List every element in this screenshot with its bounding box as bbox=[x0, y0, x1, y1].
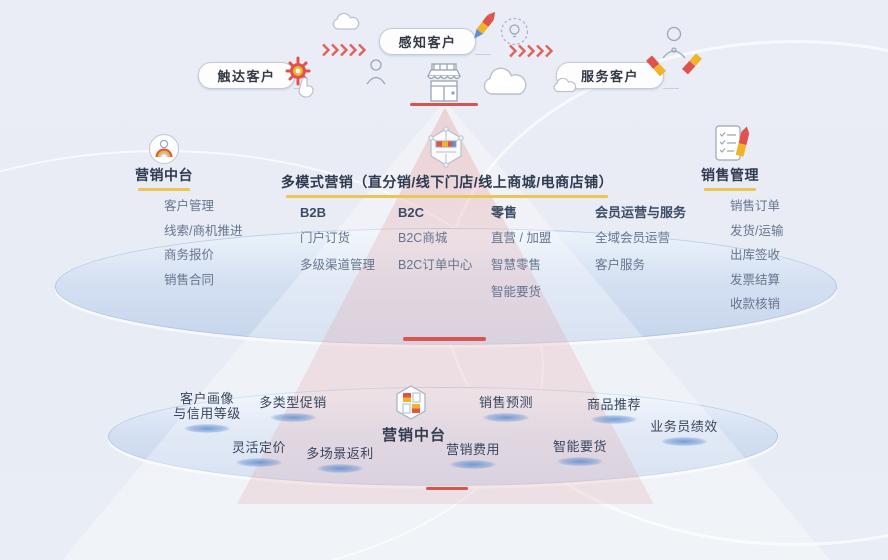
bubble-label: 多场景返利 bbox=[306, 446, 374, 461]
bubble-shadow bbox=[449, 460, 496, 469]
stage-pill-sense: 感知客户 bbox=[379, 28, 491, 55]
right-panel-underline bbox=[704, 188, 756, 191]
flow-chevrons-icon bbox=[508, 44, 554, 58]
bubble-sales-forecast: 销售预测 bbox=[479, 395, 533, 422]
bubble-shadow bbox=[235, 458, 282, 467]
center-panel-title: 多模式营销（直分销/线下门店/线上商城/电商店铺） bbox=[280, 174, 614, 190]
bottom-platform-ellipse bbox=[108, 387, 778, 486]
cloud-icon bbox=[552, 76, 578, 93]
customer-circle-icon bbox=[148, 133, 180, 165]
bubble-label: 营销费用 bbox=[445, 442, 501, 457]
left-panel-title: 营销中台 bbox=[135, 167, 193, 183]
middle-platform-ellipse bbox=[55, 228, 837, 345]
cube-network-icon bbox=[427, 126, 465, 168]
center-panel-underline bbox=[286, 195, 608, 198]
red-accent-bar-bottom bbox=[426, 487, 468, 490]
bubble-label: 销售预测 bbox=[478, 395, 534, 410]
red-accent-bar-middle bbox=[403, 337, 486, 341]
bubble-marketing-expense: 营销费用 bbox=[446, 442, 500, 469]
bubble-shadow bbox=[183, 424, 230, 433]
bubble-shadow bbox=[660, 437, 707, 446]
right-panel-title: 销售管理 bbox=[701, 167, 759, 183]
bubble-smart-replenish: 智能要货 bbox=[553, 439, 607, 466]
lightbulb-icon bbox=[500, 17, 529, 46]
bubble-product-recommend: 商品推荐 bbox=[587, 397, 641, 424]
bubble-shadow bbox=[556, 457, 603, 466]
stage-pill-reach-label: 触达客户 bbox=[217, 69, 276, 84]
bubble-customer-profile: 客户画像 与信用等级 bbox=[173, 391, 241, 433]
bubble-shadow bbox=[269, 413, 316, 422]
stage-pill-reach: 触达客户 bbox=[198, 62, 310, 89]
bubble-label: 智能要货 bbox=[552, 439, 608, 454]
bubble-label: 客户画像 与信用等级 bbox=[173, 391, 241, 421]
storefront-icon bbox=[420, 62, 468, 103]
bubble-shadow bbox=[316, 464, 363, 473]
checklist-pencil-icon bbox=[711, 124, 751, 164]
bubble-label: 业务员绩效 bbox=[650, 419, 718, 434]
person-megaphone-icon bbox=[645, 25, 703, 81]
hexagon-blocks-icon bbox=[394, 384, 428, 421]
bubble-label: 灵活定价 bbox=[231, 440, 287, 455]
bubble-salesman-performance: 业务员绩效 bbox=[650, 419, 718, 446]
stage-pill-sense-label: 感知客户 bbox=[398, 35, 457, 50]
bubble-label: 多类型促销 bbox=[259, 395, 327, 410]
cloud-icon bbox=[480, 63, 532, 96]
gear-hand-icon bbox=[284, 56, 320, 98]
bubble-shadow bbox=[590, 415, 637, 424]
bottom-platform-title: 营销中台 bbox=[381, 427, 447, 444]
bubble-rebate: 多场景返利 bbox=[306, 446, 374, 473]
pencil-icon bbox=[466, 6, 502, 46]
left-panel-underline bbox=[138, 188, 190, 191]
bubble-flexible-pricing: 灵活定价 bbox=[232, 440, 286, 467]
bubble-shadow bbox=[482, 413, 529, 422]
bubble-label: 商品推荐 bbox=[586, 397, 642, 412]
store-red-underline bbox=[410, 103, 478, 106]
cloud-icon bbox=[331, 11, 361, 31]
person-icon bbox=[365, 58, 387, 85]
flow-chevrons-icon bbox=[321, 43, 367, 57]
bubble-promotion: 多类型促销 bbox=[259, 395, 327, 422]
stage-pill-serve-label: 服务客户 bbox=[580, 69, 639, 84]
